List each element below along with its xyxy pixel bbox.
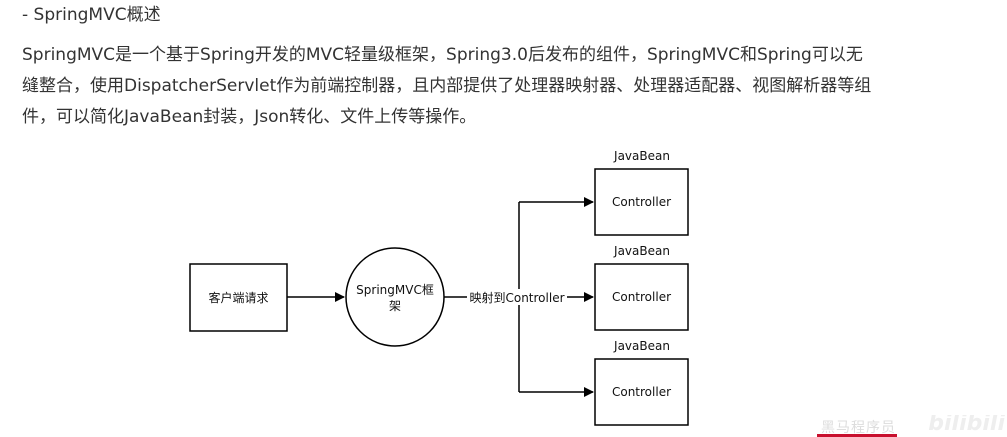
controller-label-2: Controller: [612, 290, 671, 304]
javabean-title-1: JavaBean: [613, 149, 670, 163]
controller-label-3: Controller: [612, 385, 671, 399]
controller-label-1: Controller: [612, 195, 671, 209]
client-request-box: [189, 263, 288, 332]
springmvc-framework-circle: [345, 247, 445, 347]
paragraph-line: 件，可以简化JavaBean封装，Json转化、文件上传等操作。: [22, 107, 477, 127]
mapping-label-bg: [467, 289, 567, 305]
javabean-title-3: JavaBean: [613, 339, 670, 353]
intro-paragraph: SpringMVC是一个基于Spring开发的MVC轻量级框架，Spring3.…: [22, 40, 982, 133]
springmvc-flow-diagram: 客户端请求 SpringMVC框 架 映射到Controller JavaBea…: [189, 149, 689, 426]
watermark-bar: [817, 434, 897, 437]
javabean-title-2: JavaBean: [613, 244, 670, 258]
framework-label-line2: 架: [389, 299, 401, 313]
watermark: 黑马程序员 bilibili: [817, 415, 1007, 437]
framework-label-line1: SpringMVC框: [356, 283, 434, 297]
paragraph-line: 缝整合，使用DispatcherServlet作为前端控制器，且内部提供了处理器…: [22, 76, 872, 96]
watermark-text: 黑马程序员: [821, 420, 896, 436]
paragraph-line: SpringMVC是一个基于Spring开发的MVC轻量级框架，Spring3.…: [22, 45, 863, 65]
mapping-label: 映射到Controller: [469, 290, 564, 305]
section-heading: - SpringMVC概述: [22, 5, 161, 25]
client-request-label: 客户端请求: [208, 290, 268, 305]
bilibili-logo-icon: bilibili: [928, 415, 1005, 436]
controller-box-3: [594, 358, 689, 426]
controller-box-1: [594, 168, 689, 236]
controller-box-2: [594, 263, 689, 331]
